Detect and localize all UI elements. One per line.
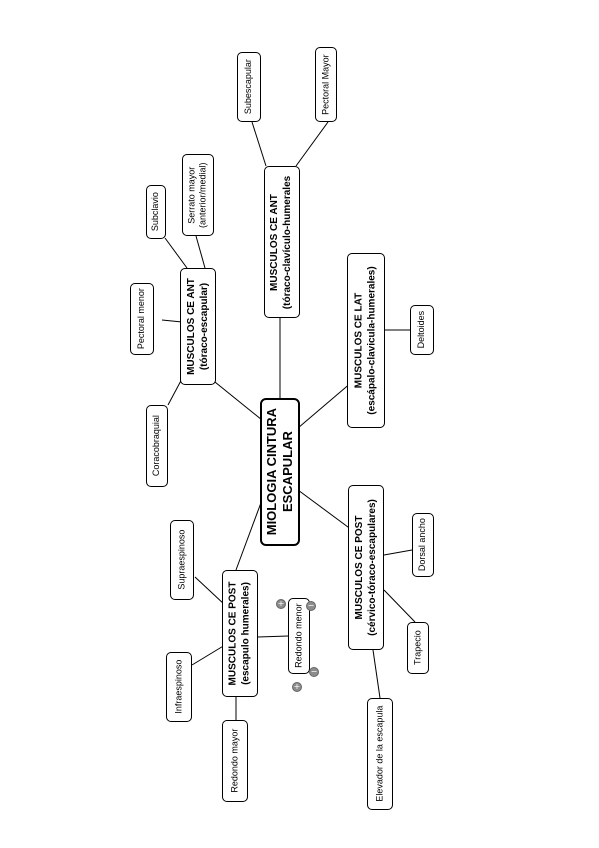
link-ant2-pectoral-mayor — [295, 121, 329, 167]
leaf-pectoral-menor[interactable]: Pectoral menor — [130, 283, 154, 355]
leaf-redondo-menor-label: Redondo menor — [293, 603, 304, 669]
leaf-trapecio[interactable]: Trapecio — [407, 622, 429, 674]
leaf-coracobraquial[interactable]: Coracobraquial — [146, 405, 168, 487]
link-postc-trapecio — [383, 589, 416, 623]
branch-ant-toraco-escapular-title: MUSCULOS CE ANT — [185, 278, 197, 375]
leaf-infraespinoso[interactable]: Infraespinoso — [166, 652, 192, 722]
collapse-node-minus-icon-bottom[interactable]: − — [309, 667, 319, 677]
link-ant1-subclavio — [164, 237, 188, 269]
branch-lat[interactable]: MUSCULOS CE LAT (escápalo-clavicula-hume… — [347, 253, 385, 428]
leaf-deltoides-label: Deltoides — [416, 311, 427, 349]
leaf-coracobraquial-label: Coracobraquial — [151, 415, 162, 477]
leaf-redondo-mayor-label: Redondo mayor — [229, 728, 240, 794]
branch-post-cervico-title: MUSCULOS CE POST — [353, 515, 365, 620]
leaf-elevador-escapula[interactable]: Elevador de la escapula — [367, 698, 393, 810]
branch-ant-toraco-escapular[interactable]: MUSCULOS CE ANT (tóraco-escapular) — [180, 268, 216, 385]
leaf-serrato-mayor-label: Serrato mayor — [186, 166, 197, 224]
leaf-pectoral-menor-label: Pectoral menor — [136, 288, 147, 350]
branch-ant-toraco-clavicular-subtitle: (tóraco-clavículo-humerales — [282, 175, 293, 309]
branch-post-escapulo-subtitle: (escapulo humerales) — [240, 582, 251, 685]
leaf-subescapular-label: Subescapular — [243, 59, 254, 115]
branch-lat-title: MUSCULOS CE LAT — [353, 292, 365, 389]
leaf-serrato-mayor[interactable]: Serrato mayor (anterior/medial) — [182, 154, 214, 236]
link-poste-redondo-menor — [257, 635, 289, 638]
branch-ant-toraco-clavicular-title: MUSCULOS CE ANT — [269, 193, 281, 291]
leaf-elevador-escapula-label: Elevador de la escapula — [374, 705, 385, 803]
link-postc-elevador — [372, 649, 381, 699]
link-root-post-cervico — [297, 489, 353, 531]
link-ant1-pectoral-menor — [161, 319, 183, 323]
leaf-pectoral-mayor[interactable]: Pectoral Mayor — [315, 47, 337, 122]
link-ant1-serrato — [195, 235, 206, 269]
link-root-lat — [297, 381, 353, 429]
branch-post-escapulo[interactable]: MUSCULOS CE POST (escapulo humerales) — [222, 570, 258, 697]
leaf-subclavio-label: Subclavio — [150, 192, 161, 232]
branch-lat-subtitle: (escápalo-clavicula-humerales) — [366, 266, 377, 415]
leaf-supraespinoso-label: Supraespinoso — [176, 529, 187, 591]
add-node-plus-icon[interactable]: + — [276, 599, 286, 609]
branch-ant-toraco-escapular-subtitle: (tóraco-escapular) — [198, 282, 210, 371]
branch-ant-toraco-clavicular[interactable]: MUSCULOS CE ANT (tóraco-clavículo-humera… — [264, 166, 300, 318]
root-node-miologia-cintura-escapular[interactable]: MIOLOGIA CINTURA ESCAPULAR — [260, 398, 300, 546]
leaf-redondo-mayor[interactable]: Redondo mayor — [222, 720, 248, 802]
leaf-pectoral-mayor-label: Pectoral Mayor — [320, 54, 331, 115]
link-root-post-escapulo — [235, 499, 263, 571]
root-title-line2: ESCAPULAR — [280, 431, 295, 513]
link-postc-dorsal — [383, 549, 413, 556]
leaf-dorsal-ancho[interactable]: Dorsal ancho — [412, 513, 434, 577]
branch-post-escapulo-title: MUSCULOS CE POST — [227, 581, 239, 686]
leaf-trapecio-label: Trapecio — [412, 630, 423, 666]
link-poste-infraespinoso — [191, 644, 226, 666]
link-ant2-subescapular — [251, 121, 267, 167]
branch-post-cervico[interactable]: MUSCULOS CE POST (cérvico-tóraco-escapul… — [348, 485, 384, 650]
link-root-ant-toraco-escapular — [209, 377, 263, 421]
link-poste-supraespinoso — [194, 576, 226, 606]
leaf-redondo-menor[interactable]: Redondo menor — [288, 598, 310, 674]
leaf-dorsal-ancho-label: Dorsal ancho — [417, 518, 428, 572]
leaf-serrato-mayor-sublabel: (anterior/medial) — [198, 162, 208, 228]
leaf-subclavio[interactable]: Subclavio — [146, 185, 166, 239]
leaf-deltoides[interactable]: Deltoides — [410, 305, 434, 355]
leaf-supraespinoso[interactable]: Supraespinoso — [170, 520, 194, 600]
leaf-subescapular[interactable]: Subescapular — [237, 52, 261, 122]
leaf-infraespinoso-label: Infraespinoso — [173, 659, 184, 715]
root-title-line1: MIOLOGIA CINTURA — [264, 408, 280, 536]
add-node-plus-icon-bottom[interactable]: + — [292, 682, 302, 692]
collapse-node-minus-icon[interactable]: − — [306, 601, 316, 611]
branch-post-cervico-subtitle: (cérvico-tóraco-escapulares) — [366, 499, 378, 636]
